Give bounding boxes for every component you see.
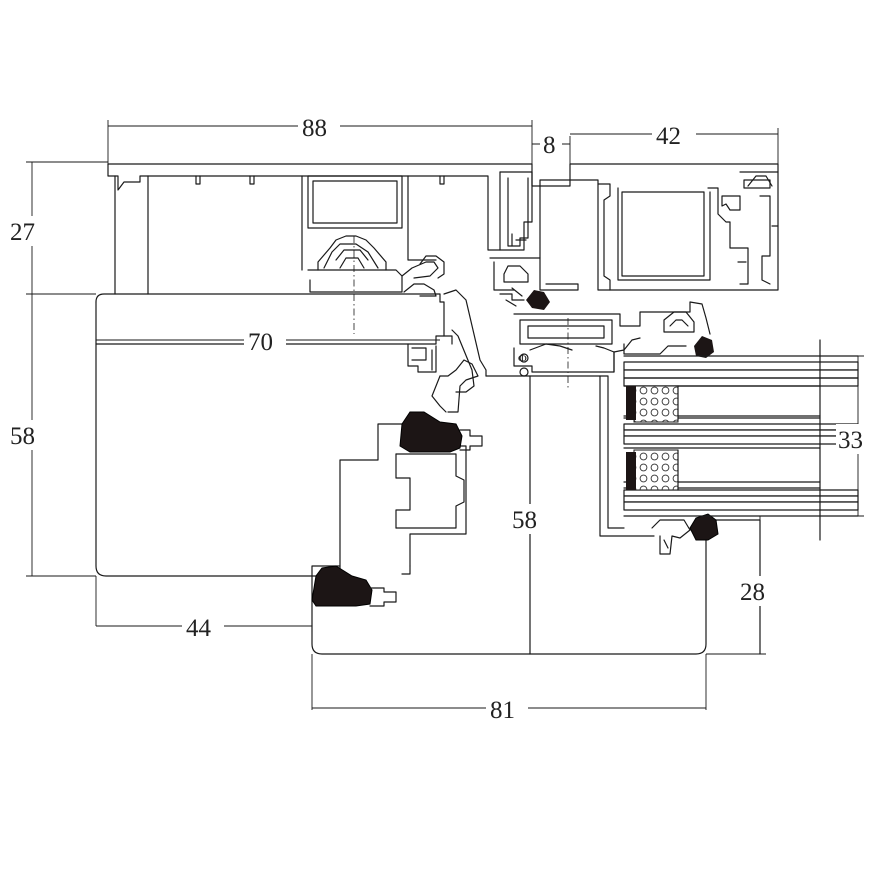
frame-fin [407, 289, 487, 413]
dim-81: 81 [490, 697, 515, 724]
dim-8: 8 [543, 132, 556, 159]
dim-58-left: 58 [10, 423, 35, 450]
dim-44: 44 [186, 615, 212, 642]
dim-88: 88 [302, 115, 327, 142]
sash-clip [307, 235, 445, 297]
sash-profile [107, 163, 779, 307]
glass-gasket-bottom [689, 513, 719, 541]
center-mark: Φ [518, 351, 527, 365]
dimension-labels: 88 8 42 27 70 58 58 33 28 44 81 [8, 112, 876, 724]
dim-28: 28 [740, 579, 765, 606]
glazing-bead [513, 301, 711, 377]
frame-gasket-lower [311, 565, 373, 607]
dimension-lines [26, 120, 864, 710]
dim-42: 42 [656, 123, 681, 150]
main-frame [95, 293, 467, 577]
dim-27: 27 [10, 219, 35, 246]
dim-58-center: 58 [512, 507, 537, 534]
sash-seal [526, 290, 714, 358]
dim-70: 70 [248, 329, 273, 356]
spacer-lower [633, 449, 679, 491]
gaskets [311, 411, 719, 607]
dim-33: 33 [838, 427, 863, 454]
glass-unit [623, 339, 859, 541]
frame-gasket-upper [399, 411, 463, 453]
spacer-upper [633, 385, 679, 423]
